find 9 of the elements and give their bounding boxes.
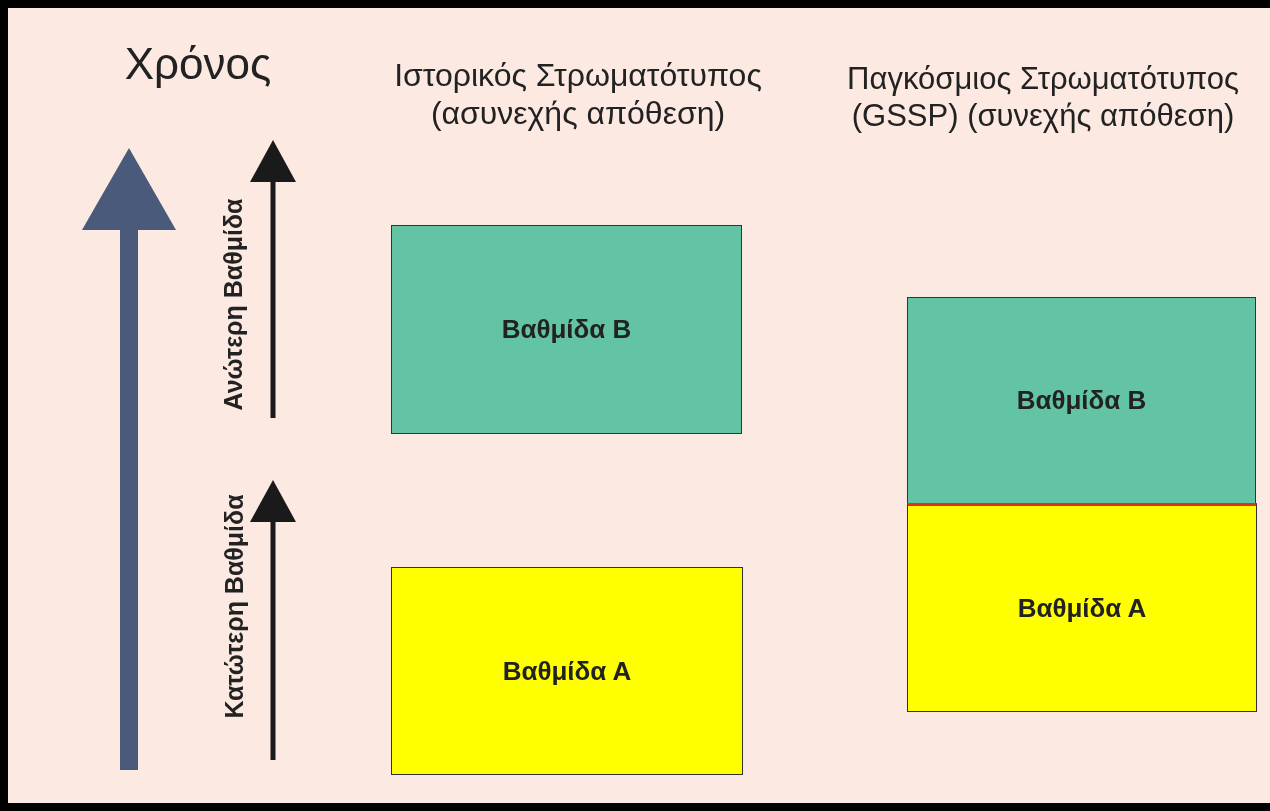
stage-box: Βαθμίδα Β [907, 297, 1256, 504]
stage-label: Κατώτερη Βαθμίδα [219, 493, 249, 719]
stage-box: Βαθμίδα Β [391, 225, 742, 434]
stage-label: Ανώτερη Βαθμίδα [219, 198, 249, 410]
axis-title: Χρόνος [123, 38, 273, 90]
stage-box: Βαθμίδα Α [391, 567, 743, 775]
column-heading: Παγκόσμιος Στρωματότυπος (GSSP) (συνεχής απόθεση) [846, 60, 1240, 135]
column-heading: Ιστορικός Στρωματότυπος (ασυνεχής απόθεση) [393, 56, 763, 133]
stage-box: Βαθμίδα Α [907, 503, 1257, 712]
